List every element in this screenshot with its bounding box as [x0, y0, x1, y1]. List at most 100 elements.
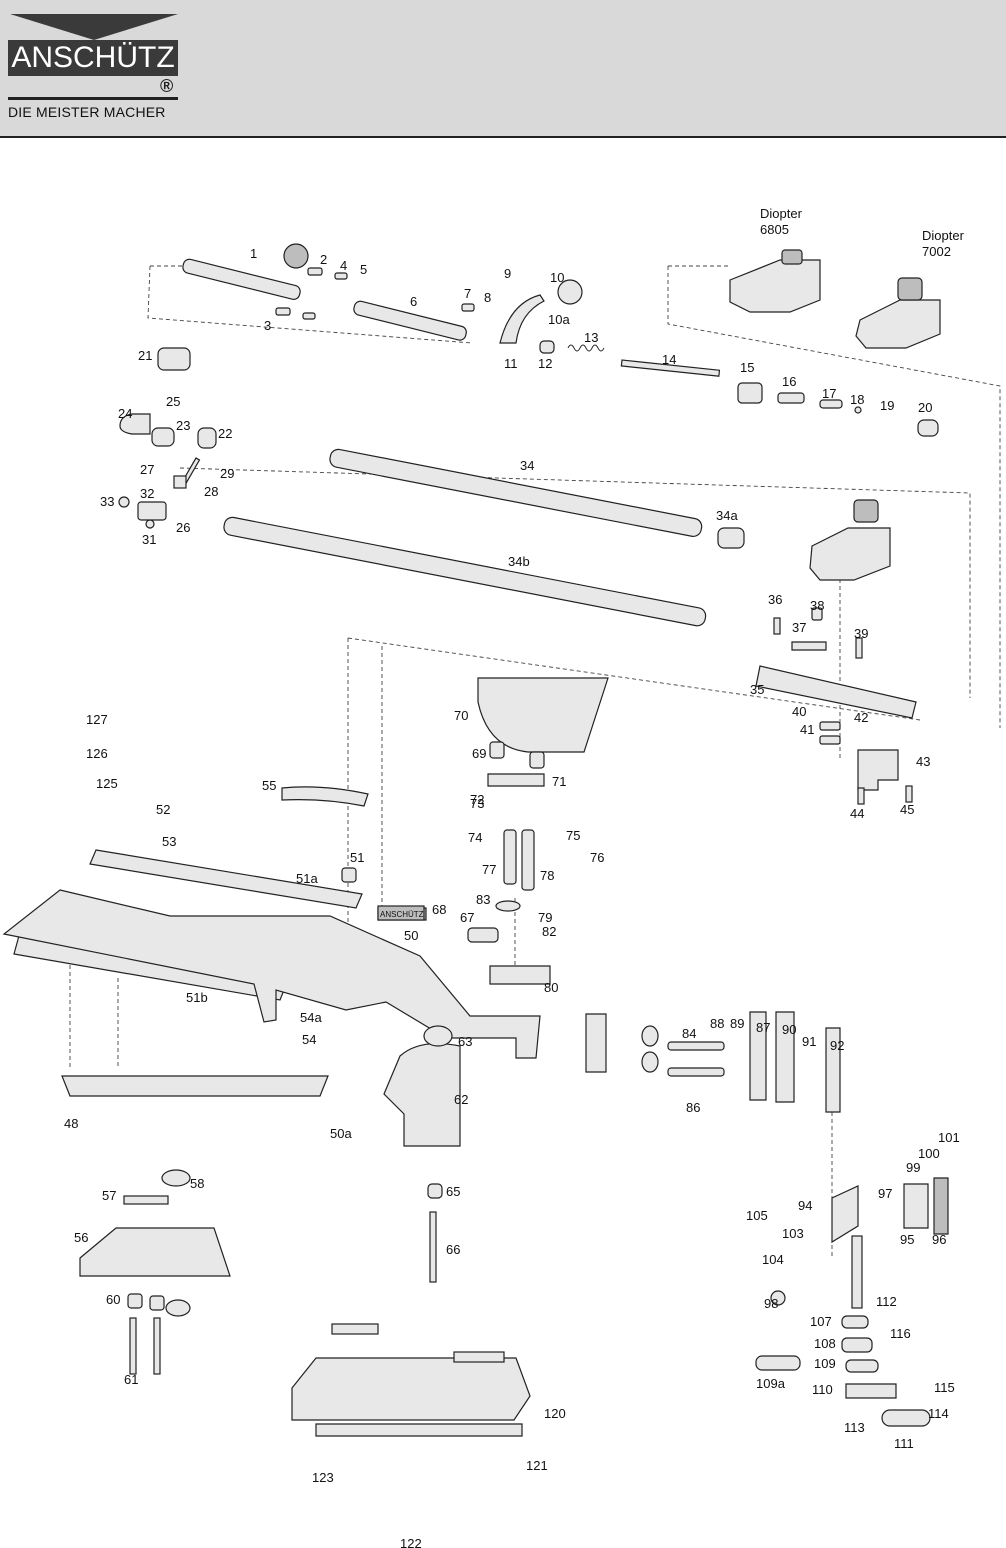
part-label-86: 86 [686, 1100, 700, 1115]
part-label-89: 89 [730, 1016, 744, 1031]
part-label-9: 9 [504, 266, 511, 281]
part-label-87: 87 [756, 1020, 770, 1035]
accessories [79, 1169, 531, 1437]
part-label-77: 77 [482, 862, 496, 877]
part-label-123: 123 [312, 1470, 334, 1485]
part-label-60: 60 [106, 1292, 120, 1307]
part-label-103: 103 [782, 1226, 804, 1241]
part-label-15: 15 [740, 360, 754, 375]
part-label-2: 2 [320, 252, 327, 267]
part-label-105: 105 [746, 1208, 768, 1223]
part-label-45: 45 [900, 802, 914, 817]
part-label-126: 126 [86, 746, 108, 761]
anschutz-stamp: ANSCHÜTZ [377, 905, 425, 921]
part-label-43: 43 [916, 754, 930, 769]
barrels [223, 448, 745, 627]
part-label-95: 95 [900, 1232, 914, 1247]
diopter-7002-number: 7002 [922, 244, 951, 259]
part-label-96: 96 [932, 1232, 946, 1247]
diopter-6805-label: Diopter [760, 206, 803, 221]
part-label-63: 63 [458, 1034, 472, 1049]
part-label-18: 18 [850, 392, 864, 407]
part-label-55: 55 [262, 778, 276, 793]
part-label-11: 11 [504, 356, 518, 371]
part-label-22: 22 [218, 426, 232, 441]
part-label-72: 72 [470, 792, 484, 807]
part-label-51a: 51a [296, 871, 318, 886]
part-label-51: 51 [350, 850, 364, 865]
part-label-26: 26 [176, 520, 190, 535]
part-label-12: 12 [538, 356, 552, 371]
diopter-7002-label: Diopter [922, 228, 965, 243]
part-label-92: 92 [830, 1038, 844, 1053]
part-label-71: 71 [552, 774, 566, 789]
part-label-56: 56 [74, 1230, 88, 1245]
part-label-91: 91 [802, 1034, 816, 1049]
diopter-6805-number: 6805 [760, 222, 789, 237]
part-label-69: 69 [472, 746, 486, 761]
part-label-97: 97 [878, 1186, 892, 1201]
part-label-13: 13 [584, 330, 598, 345]
part-label-120: 120 [544, 1406, 566, 1421]
part-label-16: 16 [782, 374, 796, 389]
part-label-28: 28 [204, 484, 218, 499]
logo-divider [8, 97, 178, 100]
butt-plate-assembly [755, 1177, 949, 1427]
part-label-10: 10 [550, 270, 564, 285]
part-label-76: 76 [590, 850, 604, 865]
part-label-98: 98 [764, 1296, 778, 1311]
part-label-32: 32 [140, 486, 154, 501]
part-label-51b: 51b [186, 990, 208, 1005]
part-label-83: 83 [476, 892, 490, 907]
part-label-94: 94 [798, 1198, 812, 1213]
part-label-115: 115 [934, 1380, 955, 1395]
part-label-34b: 34b [508, 554, 530, 569]
part-label-3: 3 [264, 318, 271, 333]
leader-lines [69, 265, 1001, 1258]
part-label-34a: 34a [716, 508, 738, 523]
part-label-62: 62 [454, 1092, 468, 1107]
part-label-10a: 10a [548, 312, 570, 327]
part-label-54a: 54a [300, 1010, 322, 1025]
part-label-29: 29 [220, 466, 234, 481]
part-label-7: 7 [464, 286, 471, 301]
part-label-111: 111 [894, 1436, 914, 1451]
part-label-39: 39 [854, 626, 868, 641]
exploded-parts-diagram: ANSCHÜTZ Diopter 6805 Diopter 7002 12345… [2, 206, 1001, 1548]
part-label-21: 21 [138, 348, 152, 363]
part-label-61: 61 [124, 1372, 138, 1387]
part-label-73: 73 [470, 796, 484, 811]
part-label-25: 25 [166, 394, 180, 409]
part-label-50a: 50a [330, 1126, 352, 1141]
part-label-5: 5 [360, 262, 367, 277]
part-label-33: 33 [100, 494, 114, 509]
part-label-109: 109 [814, 1356, 836, 1371]
part-label-109a: 109a [756, 1376, 786, 1391]
part-label-44: 44 [850, 806, 864, 821]
part-label-67: 67 [460, 910, 474, 925]
part-label-112: 112 [876, 1294, 897, 1309]
brand-logo: ANSCHÜTZ [8, 40, 178, 76]
part-label-58: 58 [190, 1176, 204, 1191]
part-label-90: 90 [782, 1022, 796, 1037]
part-label-6: 6 [410, 294, 417, 309]
part-label-121: 121 [526, 1458, 548, 1473]
part-label-37: 37 [792, 620, 806, 635]
part-label-20: 20 [918, 400, 932, 415]
part-label-17: 17 [822, 386, 836, 401]
part-label-4: 4 [340, 258, 347, 273]
sight-labels: Diopter 6805 Diopter 7002 [760, 206, 965, 259]
diopter-sights [729, 249, 941, 581]
part-label-40: 40 [792, 704, 806, 719]
part-label-23: 23 [176, 418, 190, 433]
part-label-36: 36 [768, 592, 782, 607]
bolt-assembly [182, 243, 939, 437]
stock-assembly [2, 786, 841, 1283]
part-label-66: 66 [446, 1242, 460, 1257]
part-label-80: 80 [544, 980, 558, 995]
part-label-110: 110 [812, 1382, 833, 1397]
part-label-70: 70 [454, 708, 468, 723]
part-label-74: 74 [468, 830, 482, 845]
part-label-52: 52 [156, 802, 170, 817]
part-label-38: 38 [810, 598, 824, 613]
